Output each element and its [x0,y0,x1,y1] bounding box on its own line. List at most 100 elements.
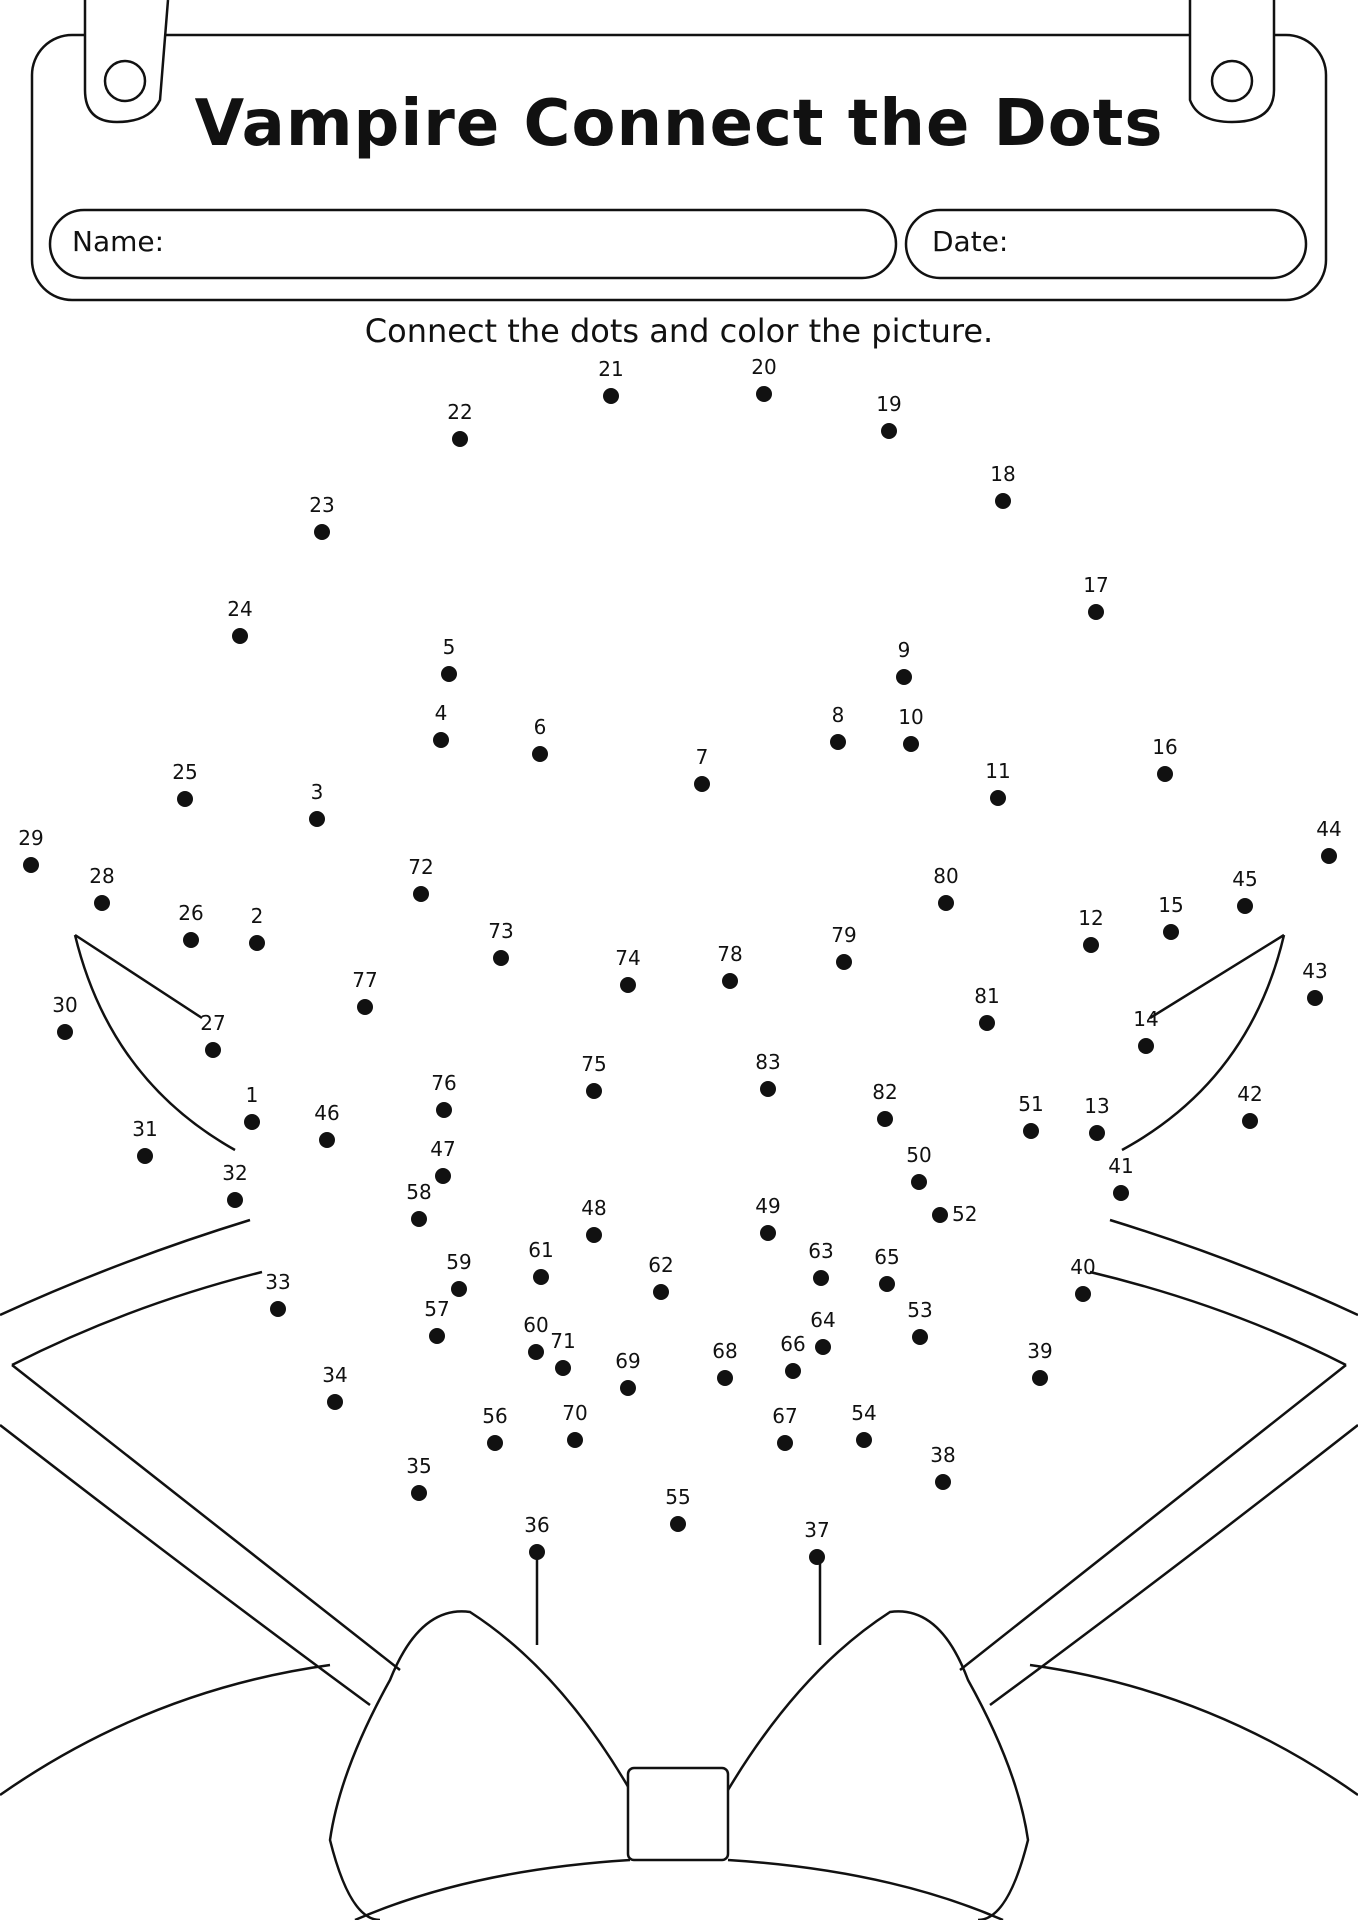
dot-29 [23,857,39,873]
dot-label-74: 74 [615,946,640,970]
dot-23 [314,524,330,540]
collar-left-inner [11,1270,263,1367]
dot-36 [529,1544,545,1560]
dot-label-67: 67 [772,1404,797,1428]
dot-label-77: 77 [352,968,377,992]
dot-label-68: 68 [712,1339,737,1363]
dot-3 [309,811,325,827]
dot-label-18: 18 [990,462,1015,486]
dot-9 [896,669,912,685]
dot-label-78: 78 [717,942,742,966]
dot-label-35: 35 [406,1454,431,1478]
dot-25 [177,791,193,807]
dot-57 [429,1328,445,1344]
hanger-right [1188,0,1276,124]
dot-45 [1237,898,1253,914]
shoulder-left [0,1663,331,1797]
dot-2 [249,935,265,951]
dot-label-38: 38 [930,1443,955,1467]
dot-61 [533,1269,549,1285]
dot-label-60: 60 [523,1313,548,1337]
date-field[interactable] [904,208,1308,280]
dot-30 [57,1024,73,1040]
dot-11 [990,790,1006,806]
page-title: Vampire Connect the Dots [194,87,1164,161]
dot-38 [935,1474,951,1490]
dot-24 [232,628,248,644]
name-label: Name: [72,225,165,258]
name-field[interactable] [48,208,898,280]
dot-50 [911,1174,927,1190]
dot-label-16: 16 [1152,735,1177,759]
dot-60 [528,1344,544,1360]
dot-62 [653,1284,669,1300]
dot-label-73: 73 [488,919,513,943]
shoulder-right [1029,1663,1358,1797]
dot-37 [809,1549,825,1565]
dot-label-26: 26 [178,901,203,925]
dot-label-63: 63 [808,1239,833,1263]
date-label: Date: [932,225,1009,258]
dot-label-79: 79 [831,923,856,947]
dot-34 [327,1394,343,1410]
dot-label-61: 61 [528,1238,553,1262]
dot-label-53: 53 [907,1298,932,1322]
dot-56 [487,1435,503,1451]
dot-label-28: 28 [89,864,114,888]
collar-left-outer [0,1218,251,1317]
dot-49 [760,1225,776,1241]
bow-left [328,1610,632,1920]
left-ear [73,933,236,1152]
dot-73 [493,950,509,966]
dot-71 [555,1360,571,1376]
dot-label-6: 6 [534,715,547,739]
dot-77 [357,999,373,1015]
dot-43 [1307,990,1323,1006]
dot-label-21: 21 [598,357,623,381]
dot-42 [1242,1113,1258,1129]
hanger-left [83,0,170,124]
dot-label-47: 47 [430,1137,455,1161]
dot-74 [620,977,636,993]
dot-label-65: 65 [874,1245,899,1269]
dot-69 [620,1380,636,1396]
dot-label-44: 44 [1316,817,1341,841]
dot-label-3: 3 [311,780,324,804]
dot-label-13: 13 [1084,1094,1109,1118]
dot-52 [932,1207,948,1223]
dot-label-30: 30 [52,993,77,1017]
dot-32 [227,1192,243,1208]
line-art [0,933,1358,1920]
dots-layer: 1234567891011121314151617181920212223242… [18,355,1342,1565]
dot-75 [586,1083,602,1099]
dot-label-27: 27 [200,1011,225,1035]
dot-label-37: 37 [804,1518,829,1542]
dot-19 [881,423,897,439]
dot-70 [567,1432,583,1448]
dot-label-19: 19 [876,392,901,416]
dot-label-69: 69 [615,1349,640,1373]
dot-21 [603,388,619,404]
dot-65 [879,1276,895,1292]
dot-48 [586,1227,602,1243]
dot-22 [452,431,468,447]
dot-label-40: 40 [1070,1255,1095,1279]
dot-label-17: 17 [1083,573,1108,597]
dot-44 [1321,848,1337,864]
dot-79 [836,954,852,970]
dot-31 [137,1148,153,1164]
dot-5 [441,666,457,682]
dot-label-36: 36 [524,1513,549,1537]
dot-20 [756,386,772,402]
dot-label-34: 34 [322,1363,347,1387]
dot-81 [979,1015,995,1031]
dot-67 [777,1435,793,1451]
dot-label-7: 7 [696,745,709,769]
dot-80 [938,895,954,911]
dot-label-4: 4 [435,701,448,725]
dot-58 [411,1211,427,1227]
dot-6 [532,746,548,762]
dot-label-32: 32 [222,1161,247,1185]
dot-16 [1157,766,1173,782]
dot-label-22: 22 [447,400,472,424]
